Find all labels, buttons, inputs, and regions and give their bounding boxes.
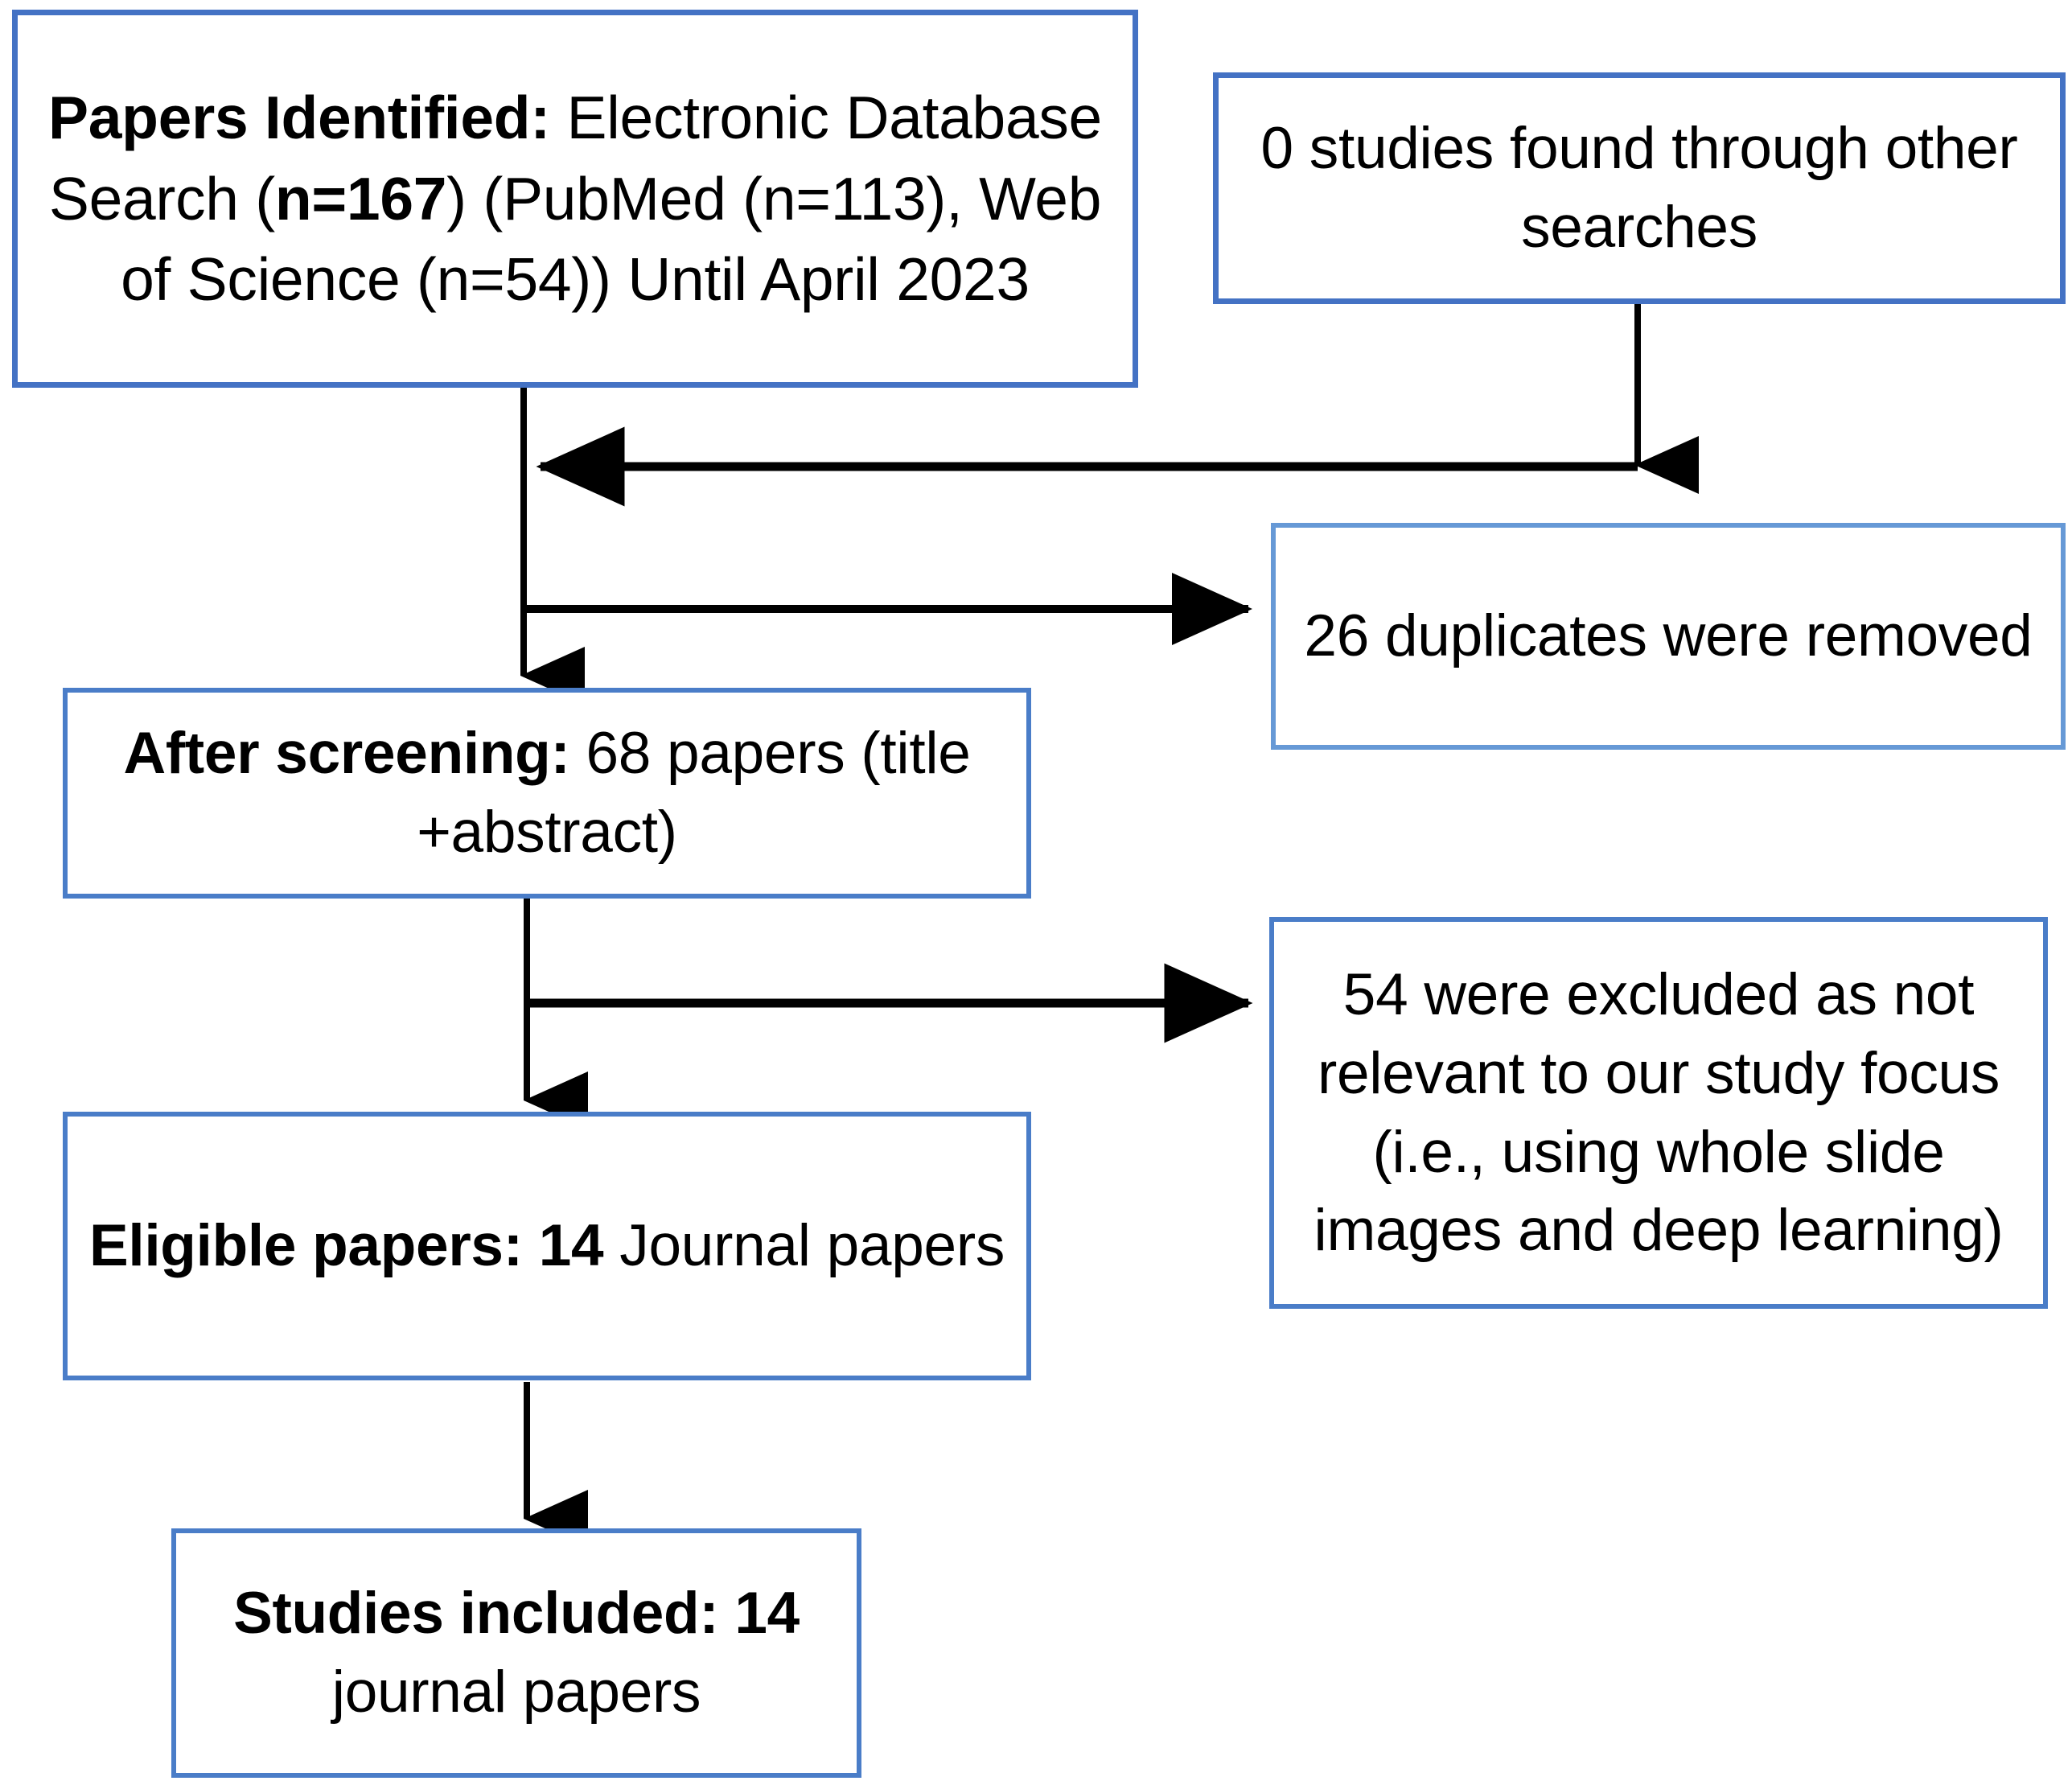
node-eligible-papers-count: 14 bbox=[522, 1213, 604, 1279]
node-papers-identified-n-total: n=167 bbox=[274, 164, 447, 232]
node-other-searches: 0 studies found through other searches bbox=[1213, 72, 2066, 304]
node-after-screening-count: 68 papers bbox=[569, 721, 845, 787]
node-studies-included-line2-rest: journal papers bbox=[331, 1660, 701, 1725]
node-duplicates-line1: 26 duplicates were bbox=[1304, 603, 1790, 669]
node-papers-identified-line2-pre: Database Search ( bbox=[48, 84, 1102, 232]
node-other-searches-text: 0 studies found through other searches bbox=[1219, 109, 2060, 267]
node-excluded-not-relevant: 54 were excluded as not relevant to our … bbox=[1269, 917, 2048, 1309]
node-excluded-line5: learning) bbox=[1777, 1198, 2004, 1264]
node-eligible-papers-label: Eligible papers: bbox=[88, 1213, 523, 1279]
node-duplicates-removed: 26 duplicates were removed bbox=[1271, 523, 2066, 750]
node-other-searches-line1: 0 studies found through bbox=[1260, 116, 1869, 182]
node-eligible-papers: Eligible papers: 14 Journal papers bbox=[63, 1112, 1031, 1380]
node-papers-identified-line4: Science (n=54)) Until April 2023 bbox=[187, 245, 1030, 314]
node-studies-included-text: Studies included: 14 journal papers bbox=[176, 1574, 857, 1732]
node-after-screening: After screening: 68 papers (title +abstr… bbox=[63, 688, 1031, 899]
node-after-screening-label: After screening: bbox=[123, 721, 570, 787]
node-papers-identified: Papers Identified: Electronic Database S… bbox=[12, 10, 1138, 388]
node-excluded-line2: relevant to our study bbox=[1317, 1040, 1845, 1106]
node-papers-identified-line1-rest: Electronic bbox=[549, 84, 829, 152]
node-after-screening-text: After screening: 68 papers (title +abstr… bbox=[68, 714, 1026, 872]
node-eligible-papers-line2: papers bbox=[826, 1213, 1005, 1279]
node-studies-included-count: 14 bbox=[734, 1581, 800, 1647]
node-excluded-text: 54 were excluded as not relevant to our … bbox=[1274, 956, 2043, 1270]
node-papers-identified-line2-post: ) bbox=[446, 164, 467, 232]
node-papers-identified-label: Papers Identified: bbox=[48, 84, 550, 152]
node-eligible-papers-text: Eligible papers: 14 Journal papers bbox=[68, 1207, 1026, 1285]
node-other-searches-line2: other searches bbox=[1521, 116, 2018, 260]
node-excluded-line4: slide images and deep bbox=[1314, 1119, 1945, 1264]
node-duplicates-removed-text: 26 duplicates were removed bbox=[1276, 597, 2061, 676]
node-papers-identified-line3: (PubMed (n=113), Web of bbox=[121, 164, 1102, 314]
node-after-screening-line2: (title +abstract) bbox=[417, 721, 971, 865]
node-studies-included: Studies included: 14 journal papers bbox=[171, 1528, 861, 1778]
node-studies-included-label: Studies included: bbox=[233, 1581, 719, 1647]
node-papers-identified-text: Papers Identified: Electronic Database S… bbox=[18, 77, 1133, 320]
node-eligible-papers-line1-rest: Journal bbox=[603, 1213, 811, 1279]
node-duplicates-line2: removed bbox=[1805, 603, 2033, 669]
node-excluded-line1: 54 were excluded as not bbox=[1342, 961, 1975, 1027]
node-excluded-line3: focus (i.e., using whole bbox=[1372, 1040, 2000, 1185]
